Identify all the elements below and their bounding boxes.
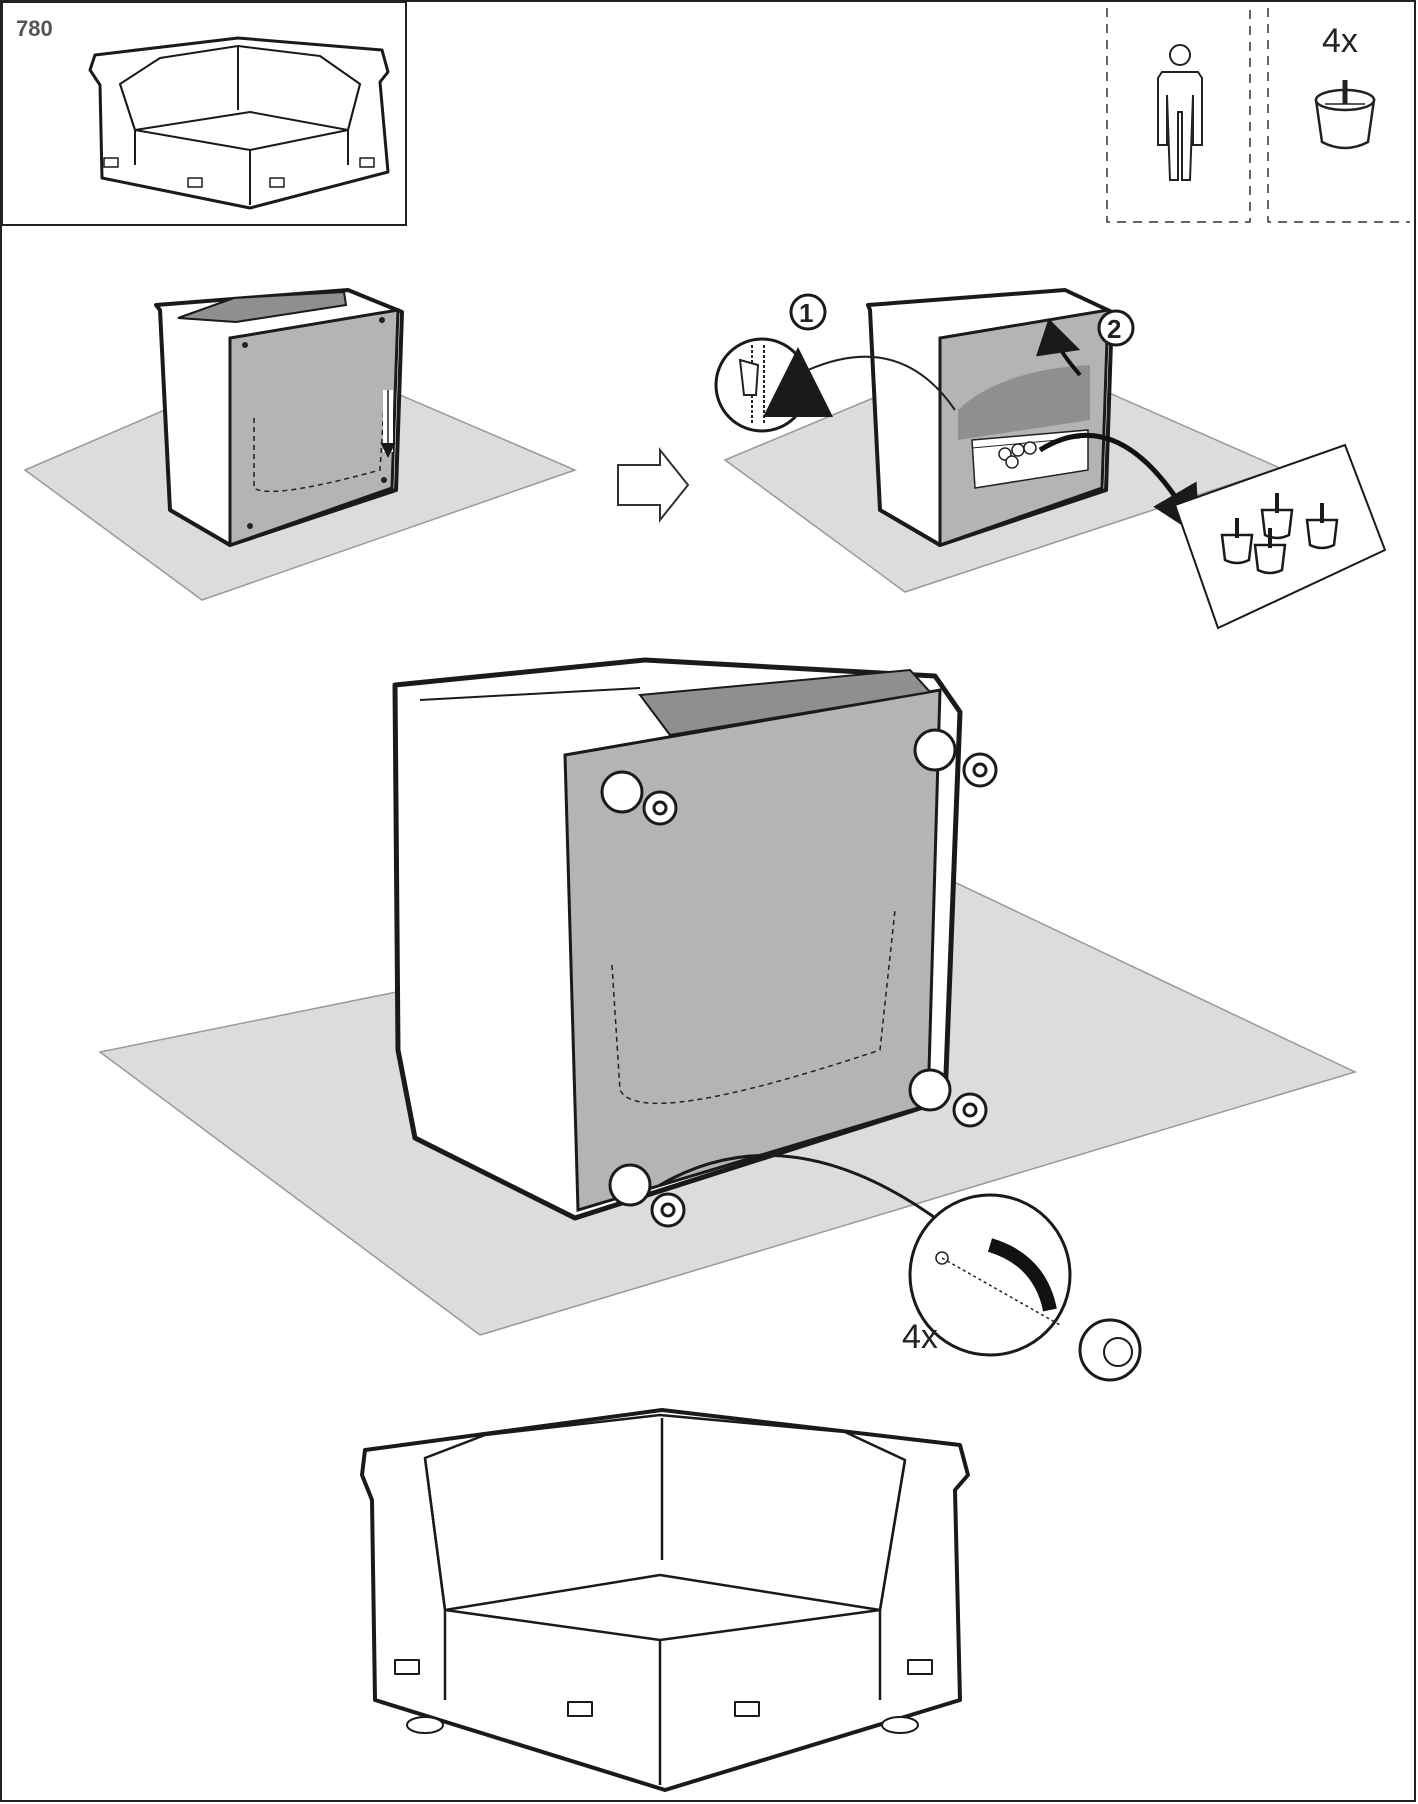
assembled-corner-module — [362, 1410, 968, 1790]
step-attach-legs: 4x — [100, 660, 1355, 1380]
parts-quantity: 4x — [1322, 22, 1358, 60]
step-unzip-module — [25, 290, 575, 600]
leg-detail-quantity: 4x — [902, 1318, 938, 1356]
step-2-label: 2 — [1107, 314, 1121, 344]
model-number: 780 — [16, 16, 53, 41]
zipper-detail-callout — [716, 339, 808, 431]
corner-sofa-thumbnail — [90, 38, 388, 208]
step-1-label: 1 — [799, 298, 813, 328]
thumbnail-box: 780 — [2, 2, 406, 225]
step-remove-legs: 1 2 — [716, 290, 1385, 628]
one-person-icon — [1158, 45, 1202, 180]
next-step-arrow — [618, 450, 688, 520]
furniture-leg-icon — [1316, 80, 1374, 148]
people-and-parts-panel: 4x — [1107, 8, 1410, 222]
